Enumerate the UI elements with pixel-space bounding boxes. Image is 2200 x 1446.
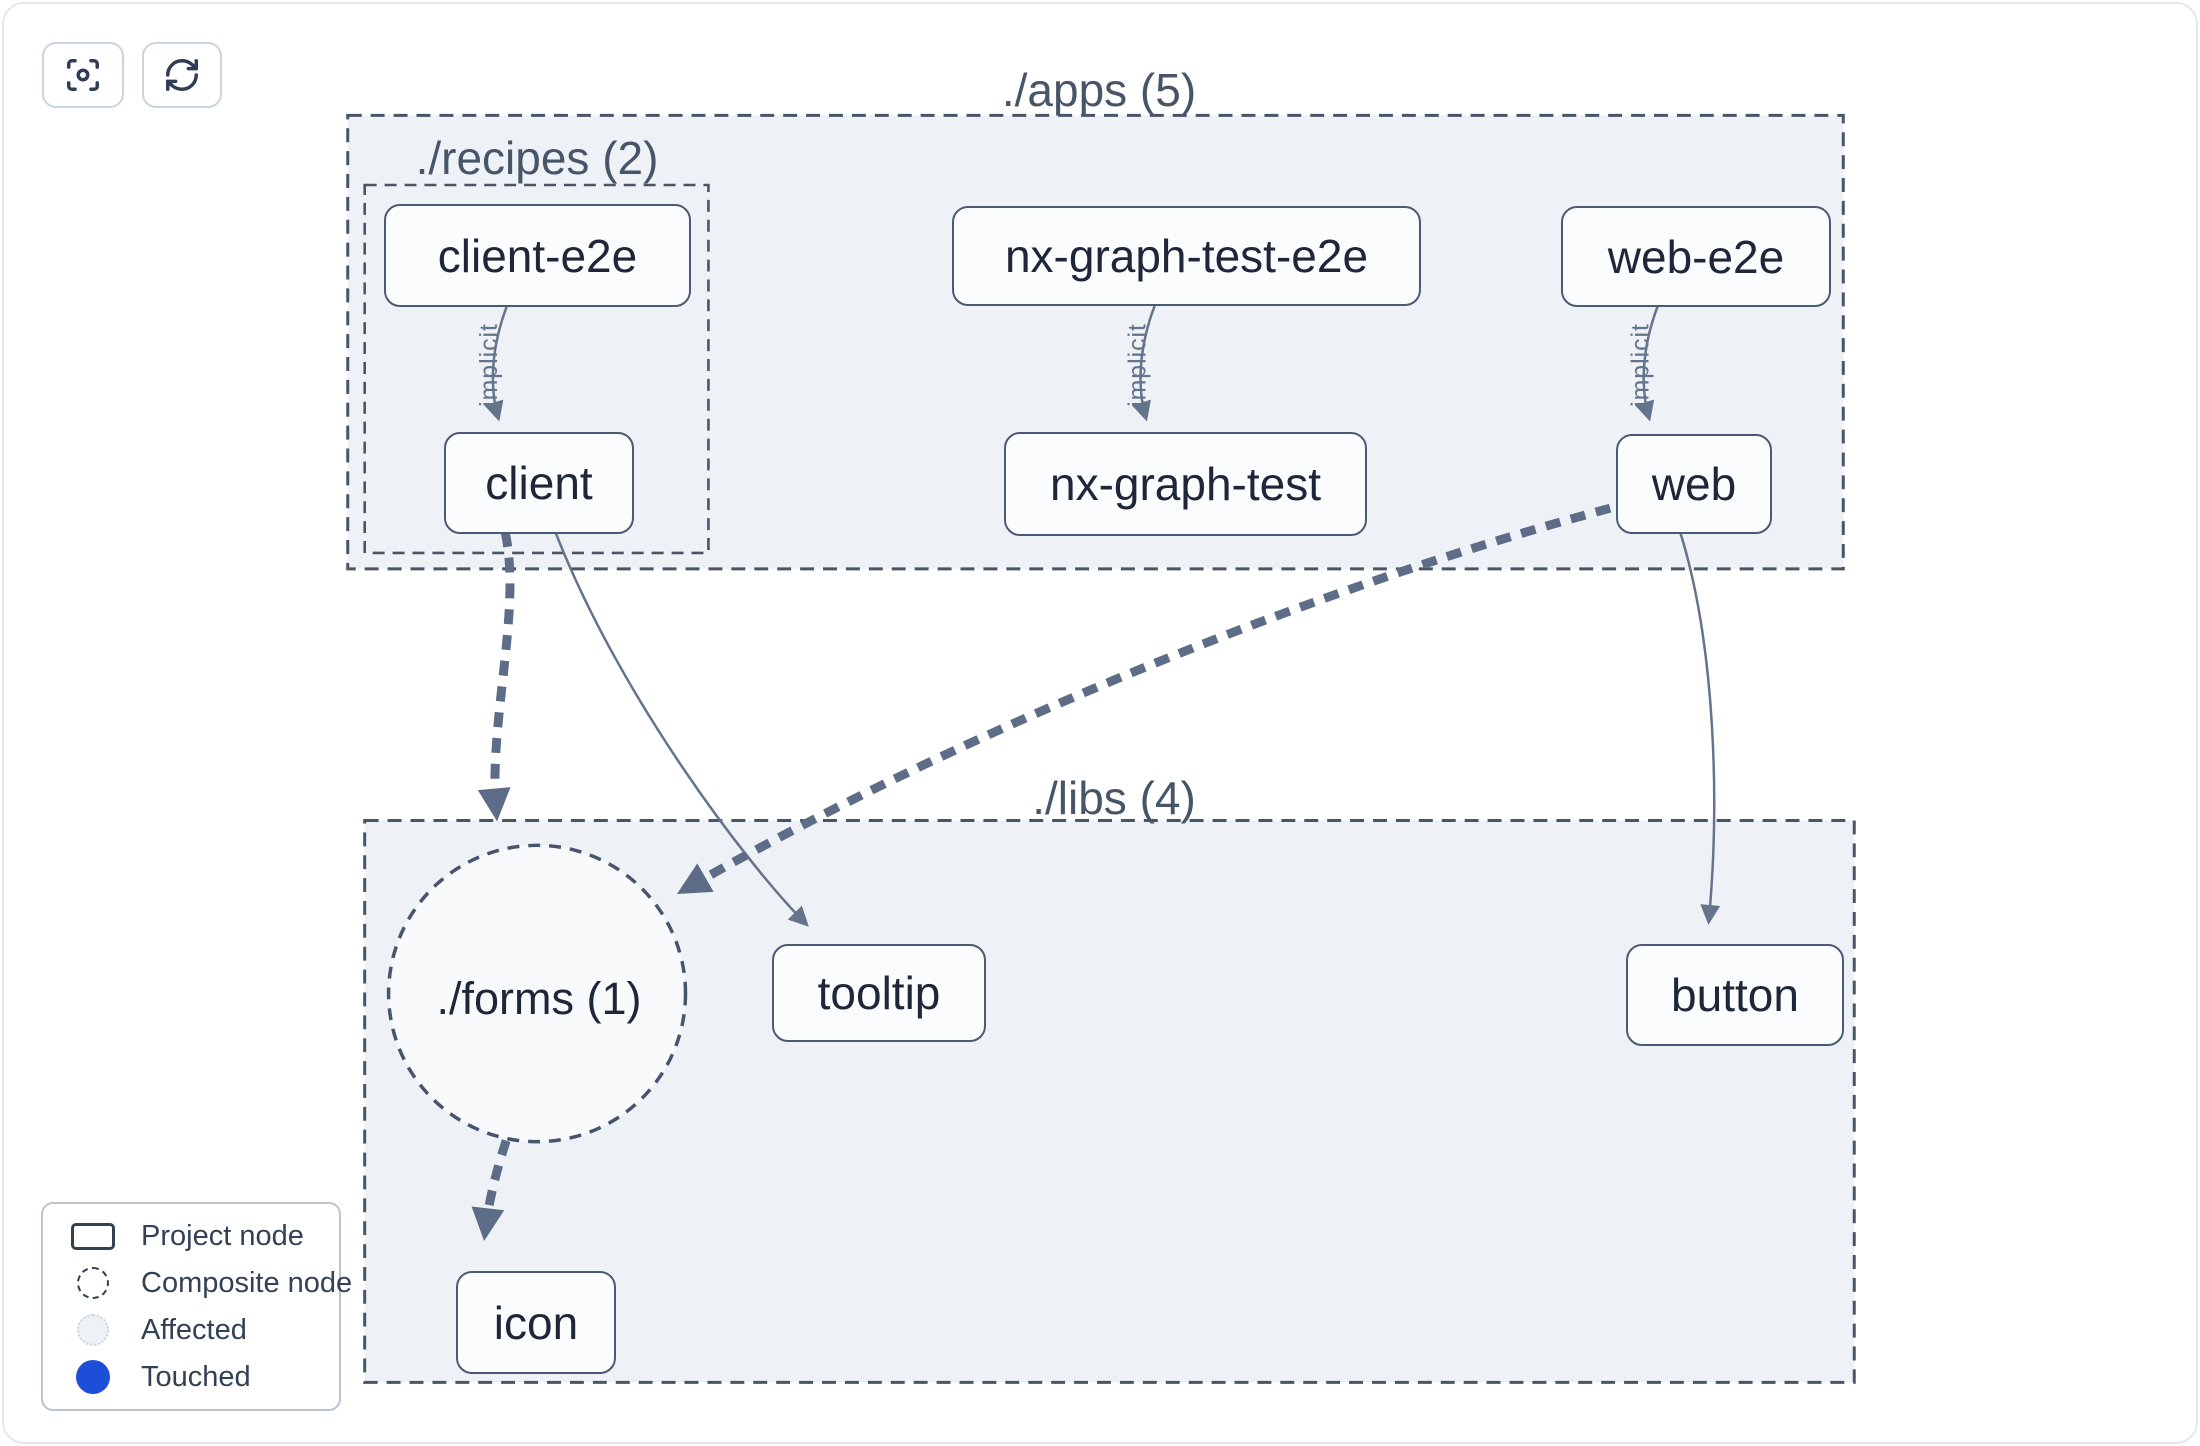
focus-button[interactable] <box>42 42 124 108</box>
touched-swatch <box>69 1360 117 1394</box>
legend-label: Project node <box>141 1219 304 1252</box>
node-tooltip[interactable]: tooltip <box>772 944 986 1042</box>
legend-label: Composite node <box>141 1266 353 1299</box>
node-label: client <box>485 457 593 509</box>
node-client-e2e[interactable]: client-e2e <box>384 204 691 307</box>
node-icon[interactable]: icon <box>456 1271 616 1374</box>
edge-web-to-forms <box>676 503 1612 894</box>
legend-label: Affected <box>141 1313 247 1346</box>
edge-web-to-button <box>1678 530 1721 925</box>
edge-forms-to-icon <box>471 1139 511 1241</box>
edge-nx-graph-test-e2e-to-nx-graph-test <box>1131 304 1156 422</box>
scan-focus-icon <box>67 59 99 91</box>
node-label: tooltip <box>817 967 941 1019</box>
node-label: icon <box>493 1296 579 1349</box>
node-web[interactable]: web <box>1616 434 1772 534</box>
forms-composite-node[interactable] <box>386 843 688 1144</box>
forms-composite-label[interactable]: ./forms (1) <box>436 973 642 1024</box>
libs-group-label: ./libs (4) <box>1032 772 1196 824</box>
legend-item-composite-node: Composite node <box>69 1264 352 1302</box>
node-button[interactable]: button <box>1626 944 1844 1046</box>
recipes-group-container <box>363 183 710 555</box>
apps-group-label: ./apps (5) <box>1001 64 1197 116</box>
legend: Project node Composite node Affected Tou… <box>41 1202 352 1411</box>
composite-node-swatch <box>69 1267 117 1299</box>
edge-client-to-tooltip <box>553 530 809 927</box>
legend-item-project-node: Project node <box>69 1217 339 1255</box>
node-web-e2e[interactable]: web-e2e <box>1561 206 1831 307</box>
edge-client-to-forms <box>477 531 515 822</box>
legend-item-affected: Affected <box>69 1311 339 1349</box>
edge-client-e2e-to-client <box>484 304 509 422</box>
legend-item-touched: Touched <box>69 1358 339 1396</box>
project-node-swatch <box>69 1222 117 1250</box>
edge-label-implicit: implicit <box>475 323 503 407</box>
node-label: web-e2e <box>1607 230 1785 283</box>
edge-label-implicit: implicit <box>1627 323 1655 407</box>
node-label: client-e2e <box>437 229 638 282</box>
refresh-icon <box>166 59 198 91</box>
refresh-button[interactable] <box>142 42 222 108</box>
node-label: button <box>1671 969 1799 1021</box>
node-label: nx-graph-test-e2e <box>1004 230 1369 282</box>
node-nx-graph-test[interactable]: nx-graph-test <box>1004 432 1367 536</box>
edge-label-implicit: implicit <box>1123 323 1151 407</box>
node-label: nx-graph-test <box>1049 458 1321 510</box>
edge-web-e2e-to-web <box>1634 304 1660 422</box>
affected-swatch <box>69 1314 117 1346</box>
node-label: web <box>1651 458 1737 510</box>
recipes-group-label: ./recipes (2) <box>415 132 659 184</box>
legend-label: Touched <box>141 1360 251 1393</box>
node-nx-graph-test-e2e[interactable]: nx-graph-test-e2e <box>952 206 1421 306</box>
node-client[interactable]: client <box>444 432 634 534</box>
